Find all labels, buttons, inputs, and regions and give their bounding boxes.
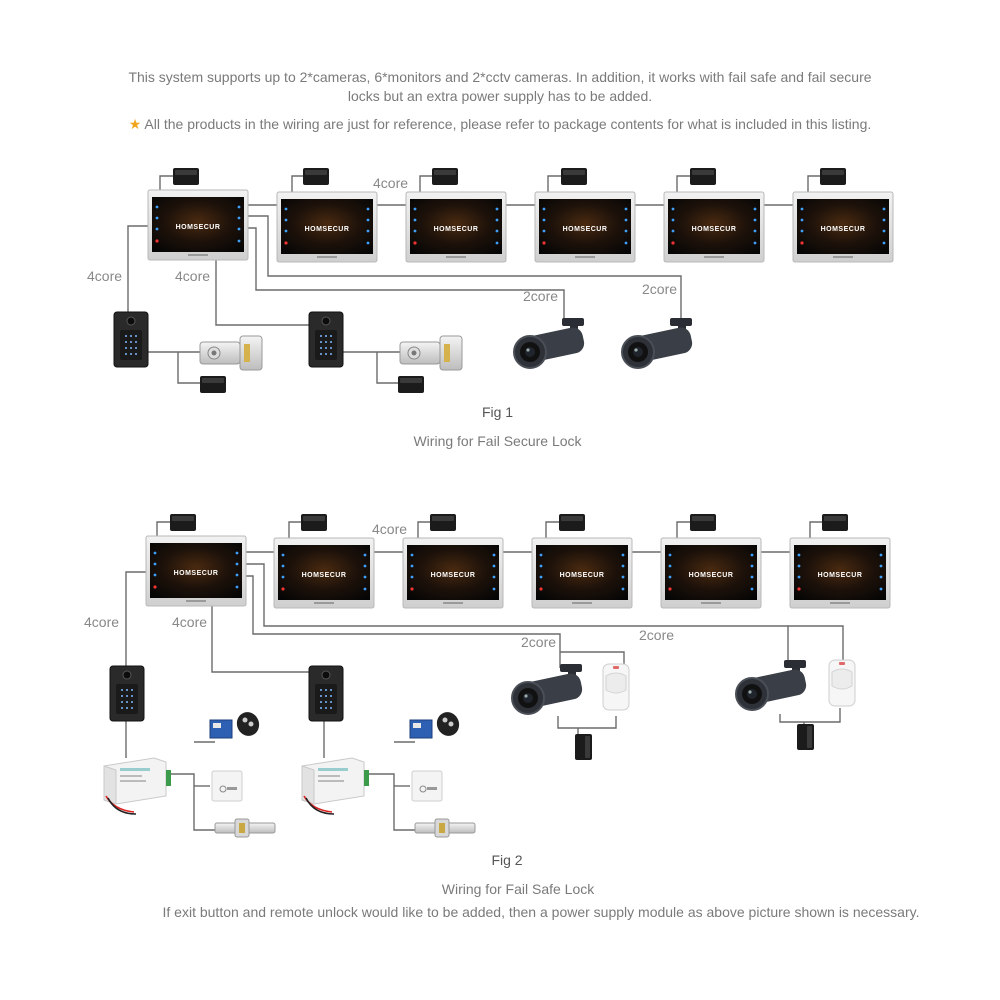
fig2-remote-receiver-2 xyxy=(409,708,463,740)
fig2-electric-strike-1 xyxy=(214,818,276,838)
fig1-rim-lock-1 xyxy=(199,335,263,371)
fig2-camera-2 xyxy=(735,659,810,711)
fig1-wire-label-camera2: 2core xyxy=(642,281,678,297)
fig2-wire-label-door-right: 4core xyxy=(172,614,208,630)
intro-note-text: All the products in the wiring are just … xyxy=(144,116,872,132)
fig1-wire-label-door-left: 4core xyxy=(87,268,123,284)
fig1-brand-1: HOMSECUR xyxy=(176,224,221,231)
fig2-adapter-2 xyxy=(301,514,327,531)
fig2-adapter-5 xyxy=(690,514,716,531)
fig2-power-supply-1 xyxy=(103,757,172,815)
fig2-pir-sensor-2 xyxy=(828,659,856,707)
fig2-adapter-1 xyxy=(170,514,196,531)
fig1-adapter-3 xyxy=(432,168,458,185)
fig2-remote-receiver-1 xyxy=(209,708,263,740)
fig2-camera-adapter-2 xyxy=(797,724,814,750)
fig1-wire-label-camera1: 2core xyxy=(523,288,559,304)
fig1-door-panel-2 xyxy=(308,311,344,368)
fig1-label: Fig 1 xyxy=(481,404,514,420)
fig2-camera-adapter-1 xyxy=(575,734,592,760)
fig1-brand-6: HOMSECUR xyxy=(821,226,866,233)
fig1-wire-label-door-right: 4core xyxy=(175,268,211,284)
fig2-brand-1: HOMSECUR xyxy=(174,570,219,577)
fig2-wire-label-monitors: 4core xyxy=(372,521,408,537)
star-icon: ★ xyxy=(128,116,142,132)
fig1-door-panel-1 xyxy=(113,311,149,368)
fig2-brand-6: HOMSECUR xyxy=(818,572,863,579)
fig1-brand-2: HOMSECUR xyxy=(305,226,350,233)
fig2-diagram xyxy=(125,521,844,831)
fig1-brand-5: HOMSECUR xyxy=(692,226,737,233)
fig2-power-supply-2 xyxy=(301,757,370,815)
fig1-camera-2 xyxy=(621,317,696,369)
fig1-adapter-1 xyxy=(173,168,199,185)
fig1-diagram xyxy=(116,175,820,384)
fig2-label: Fig 2 xyxy=(491,852,523,868)
fig2-door-panel-2 xyxy=(308,665,344,722)
fig2-electric-strike-2 xyxy=(414,818,476,838)
fig2-camera-1 xyxy=(511,663,586,715)
fig1-camera-1 xyxy=(513,317,588,369)
fig1-lock-adapter-2 xyxy=(398,376,424,393)
fig1-wire-label-monitors: 4core xyxy=(373,175,409,191)
fig2-caption: Wiring for Fail Safe Lock xyxy=(441,881,595,897)
fig1-adapter-2 xyxy=(303,168,329,185)
fig2-exit-button-2 xyxy=(411,770,443,802)
intro-line-1: This system supports up to 2*cameras, 6*… xyxy=(128,69,872,85)
fig2-wire-label-camera2: 2core xyxy=(639,627,675,643)
intro-line-2: locks but an extra power supply has to b… xyxy=(347,88,653,104)
fig2-adapter-4 xyxy=(559,514,585,531)
fig2-adapter-3 xyxy=(430,514,456,531)
fig2-brand-4: HOMSECUR xyxy=(560,572,605,579)
fig1-brand-3: HOMSECUR xyxy=(434,226,479,233)
fig2-exit-button-1 xyxy=(211,770,243,802)
fig2-pir-sensor-1 xyxy=(602,663,630,711)
fig2-note: If exit button and remote unlock would l… xyxy=(162,904,920,920)
fig2-brand-2: HOMSECUR xyxy=(302,572,347,579)
fig2-wire-label-camera1: 2core xyxy=(521,634,557,650)
fig2-brand-3: HOMSECUR xyxy=(431,572,476,579)
fig2-brand-5: HOMSECUR xyxy=(689,572,734,579)
fig1-lock-adapter-1 xyxy=(200,376,226,393)
fig1-adapter-5 xyxy=(690,168,716,185)
fig1-brand-4: HOMSECUR xyxy=(563,226,608,233)
fig2-door-panel-1 xyxy=(109,665,145,722)
fig1-rim-lock-2 xyxy=(399,335,463,371)
fig1-caption: Wiring for Fail Secure Lock xyxy=(413,433,582,449)
fig2-adapter-6 xyxy=(822,514,848,531)
intro-note: ★ All the products in the wiring are jus… xyxy=(0,115,1000,134)
fig2-wire-label-door-left: 4core xyxy=(84,614,120,630)
fig1-adapter-6 xyxy=(820,168,846,185)
fig1-adapter-4 xyxy=(561,168,587,185)
